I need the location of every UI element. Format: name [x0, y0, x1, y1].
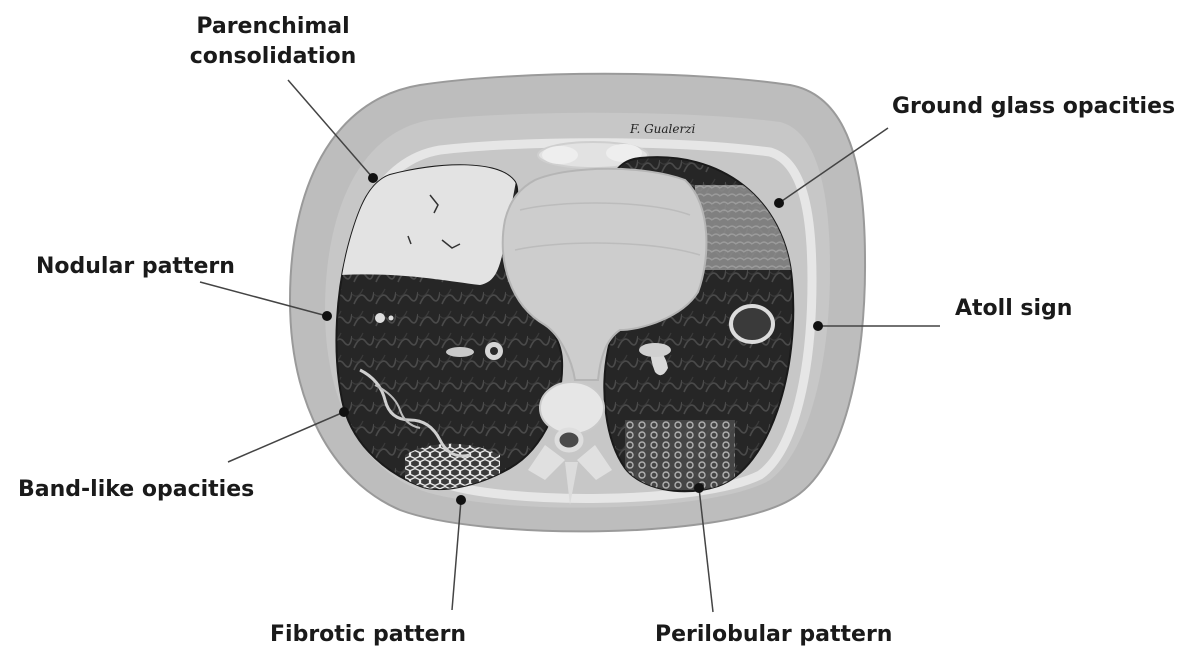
label-parenchimal-line2: consolidation [189, 44, 357, 69]
label-band-like-opacities: Band-like opacities [18, 477, 255, 502]
label-perilobular-pattern: Perilobular pattern [655, 622, 893, 647]
atoll-ring [729, 304, 775, 344]
signature: F. Gualerzi [629, 122, 696, 136]
mediastinum [501, 167, 708, 381]
dot-fibrotic [456, 495, 466, 505]
leader-lines [199, 79, 940, 613]
consolidation-region [340, 165, 520, 285]
perilobular-region [625, 420, 735, 490]
vertebra [528, 381, 612, 505]
dot-ground-glass [774, 198, 784, 208]
nodule [375, 313, 385, 323]
dot-atoll [813, 321, 823, 331]
dot-nodular [322, 311, 332, 321]
dot-perilobular [694, 483, 704, 493]
left-image-lung [335, 164, 564, 491]
dot-parenchimal [368, 173, 378, 183]
sternum-cartilage [542, 146, 578, 164]
label-fibrotic-pattern: Fibrotic pattern [270, 622, 467, 647]
label-parenchimal-line1: Parenchimal [196, 14, 350, 39]
label-ground-glass-opacities: Ground glass opacities [892, 94, 1176, 119]
label-parenchimal-consolidation: Parenchimal consolidation [178, 12, 368, 72]
dot-band-like [339, 407, 349, 417]
sternum-cartilage-2 [606, 144, 642, 162]
label-nodular-pattern: Nodular pattern [36, 254, 235, 279]
label-atoll-sign: Atoll sign [955, 296, 1073, 321]
